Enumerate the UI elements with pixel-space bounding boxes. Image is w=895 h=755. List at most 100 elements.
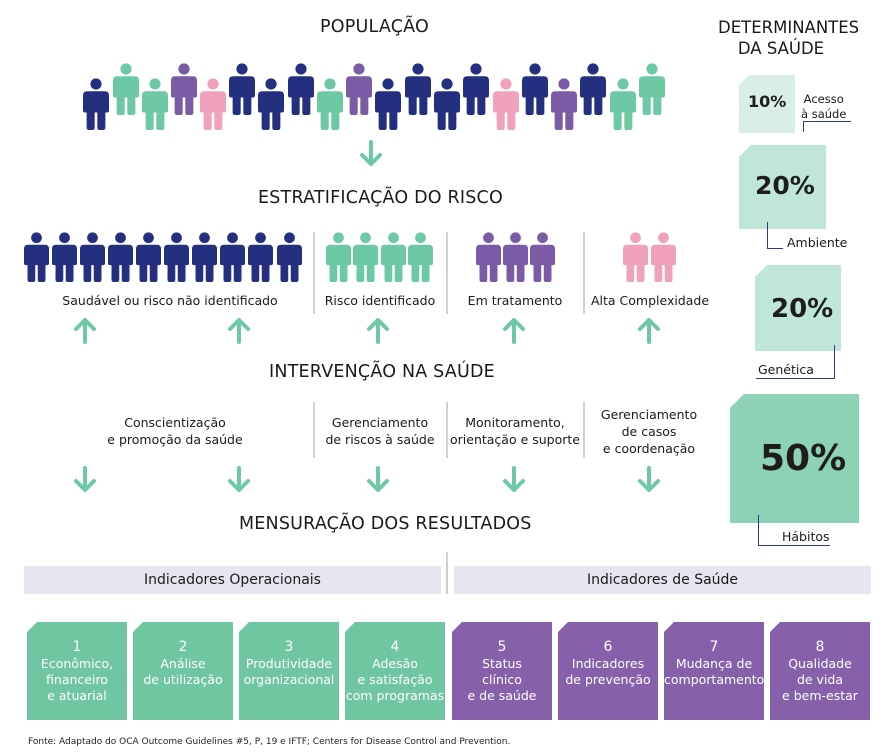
intervention-line: Gerenciamento (331, 415, 429, 430)
person-icon (353, 232, 378, 282)
arrow-down-icon (360, 140, 382, 166)
indicator-number: 1 (72, 639, 82, 655)
indicator-number: 2 (178, 639, 188, 655)
person-icon (651, 232, 676, 282)
determinant-label-habitos: Hábitos (782, 529, 830, 544)
determinantes-title-line2: DA SAÚDE (737, 39, 825, 58)
arrow-up-icon (638, 318, 660, 344)
person-icon (580, 63, 606, 115)
strata-label-saudavel: Saudável ou risco não identificado (62, 293, 278, 308)
intervention-line: Gerenciamento (600, 407, 698, 422)
indicator-text: Produtividade (245, 656, 333, 671)
determinant-box-habitos (730, 394, 859, 523)
person-icon (530, 232, 555, 282)
indicator-text: Econômico, (40, 656, 114, 671)
person-icon (381, 232, 406, 282)
indicator-text: e atuarial (47, 688, 107, 703)
determinant-connector (767, 222, 768, 248)
indicator-number: 4 (390, 639, 400, 655)
person-icon (463, 63, 489, 115)
heading-populacao: POPULAÇÃO (320, 17, 429, 37)
intervention-gerenciamento-casos: Gerenciamento de casos e coordenação (587, 406, 711, 457)
indicator-text: e de saúde (467, 688, 537, 703)
heading-intervencao: INTERVENÇÃO NA SAÚDE (269, 362, 495, 382)
person-icon (220, 232, 245, 282)
indicator-text: financeiro (46, 672, 108, 687)
indicator-text: com programas (345, 688, 445, 703)
person-icon (52, 232, 77, 282)
indicator-text: Adesão (372, 656, 418, 671)
determinant-pct-habitos: 50% (760, 438, 847, 479)
person-icon (476, 232, 501, 282)
person-icon (408, 232, 433, 282)
person-icon (405, 63, 431, 115)
person-icon (288, 63, 314, 115)
determinant-pct-acesso: 10% (748, 92, 787, 111)
person-icon (171, 63, 197, 115)
strata-divider (446, 232, 448, 314)
indicator-number: 7 (709, 639, 719, 655)
source-note: Fonte: Adaptado do OCA Outcome Guideline… (28, 737, 511, 747)
determinant-box-ambiente (739, 145, 826, 229)
determinant-label-line: Acesso (803, 92, 844, 106)
intervention-divider (583, 402, 585, 458)
intervention-line: orientação e suporte (450, 432, 580, 447)
indicator-text: Qualidade (788, 656, 852, 671)
person-icon (493, 78, 519, 130)
arrow-up-icon (228, 318, 250, 344)
intervention-divider (446, 402, 448, 458)
person-icon (317, 78, 343, 130)
arrow-up-icon (503, 318, 525, 344)
indicadores-operacionais-bar: Indicadores Operacionais (24, 566, 441, 594)
person-icon (113, 63, 139, 115)
indicator-text: de prevenção (565, 672, 651, 687)
determinant-connector (758, 545, 830, 546)
person-icon (142, 78, 168, 130)
heading-mensuracao: MENSURAÇÃO DOS RESULTADOS (239, 514, 532, 534)
determinant-connector (767, 248, 783, 249)
indicator-text: Indicadores (571, 656, 645, 671)
determinant-label-acesso: Acesso à saúde (801, 92, 846, 122)
indicator-text: de utilização (143, 672, 223, 687)
determinant-label-line: à saúde (801, 107, 847, 121)
person-icon (503, 232, 528, 282)
intervention-monitoramento: Monitoramento, orientação e suporte (450, 414, 580, 448)
indicator-text: clínico (482, 672, 522, 687)
person-icon (551, 78, 577, 130)
person-icon (108, 232, 133, 282)
arrow-down-icon (367, 466, 389, 492)
determinant-connector (803, 122, 804, 132)
person-icon (326, 232, 351, 282)
intervention-divider (313, 402, 315, 458)
arrow-down-icon (228, 466, 250, 492)
strata-divider (313, 232, 315, 314)
arrow-up-icon (74, 318, 96, 344)
determinant-connector (756, 378, 835, 379)
person-icon (277, 232, 302, 282)
person-icon (200, 78, 226, 130)
indicator-text: comportamento (664, 672, 765, 687)
person-icon (164, 232, 189, 282)
determinant-pct-genetica: 20% (771, 294, 834, 324)
determinantes-title-line1: DETERMINANTES (718, 18, 860, 37)
indicator-text: Mudança de (675, 656, 753, 671)
intervention-line: Monitoramento, (465, 415, 565, 430)
person-icon (83, 78, 109, 130)
determinant-connector (834, 345, 835, 378)
person-icon (610, 78, 636, 130)
determinant-connector (803, 121, 851, 122)
strata-label-tratamento: Em tratamento (467, 293, 563, 308)
indicator-text: e satisfação (357, 672, 433, 687)
arrow-down-icon (503, 466, 525, 492)
person-icon (80, 232, 105, 282)
intervention-line: e coordenação (602, 441, 696, 456)
intervention-conscientizacao: Conscientização e promoção da saúde (85, 414, 265, 448)
person-icon (136, 232, 161, 282)
determinantes-title: DETERMINANTES DA SAÚDE (718, 17, 860, 59)
person-icon (623, 232, 648, 282)
indicator-text: Análise (160, 656, 206, 671)
